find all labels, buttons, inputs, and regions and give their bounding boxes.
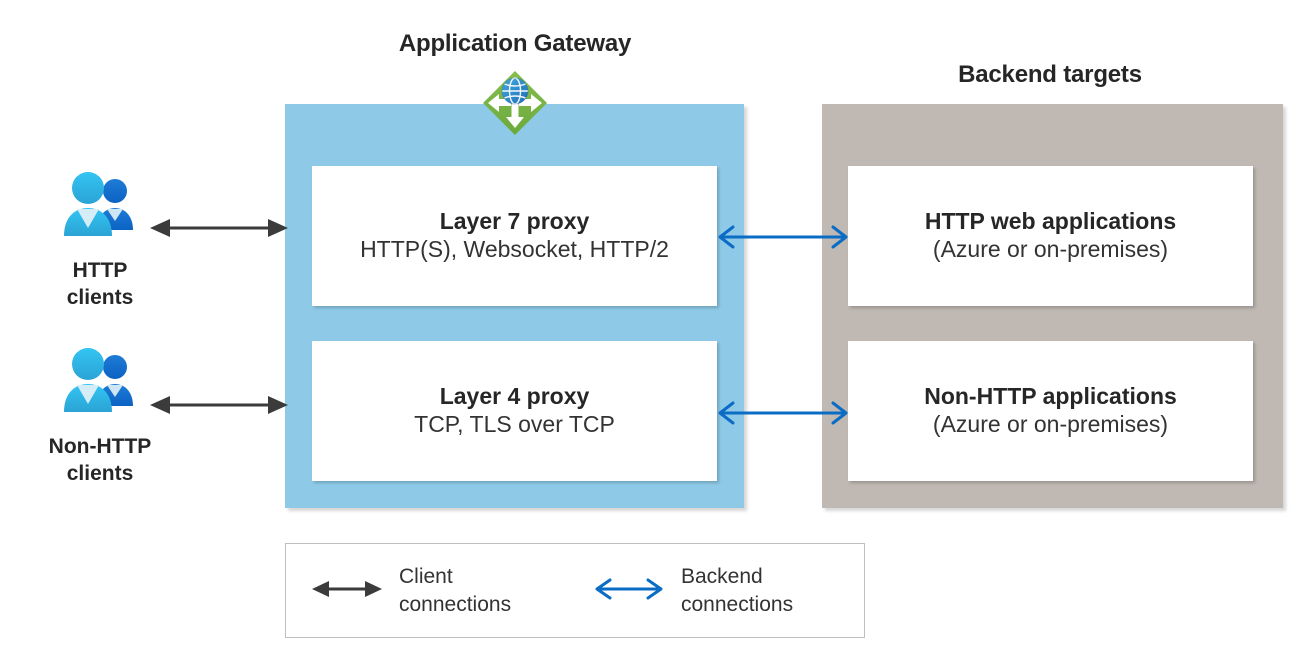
non-http-clients-label: Non-HTTP clients bbox=[5, 434, 195, 488]
layer7-proxy-title: Layer 7 proxy bbox=[439, 207, 590, 234]
legend-box bbox=[285, 543, 865, 638]
layer7-proxy-card[interactable]: Layer 7 proxy HTTP(S), Websocket, HTTP/2 bbox=[312, 166, 717, 306]
layer7-proxy-subtitle: HTTP(S), Websocket, HTTP/2 bbox=[360, 236, 669, 263]
layer4-proxy-subtitle: TCP, TLS over TCP bbox=[414, 411, 615, 438]
http-clients-users-icon bbox=[58, 168, 144, 242]
non-http-applications-title: Non-HTTP applications bbox=[924, 382, 1177, 409]
layer4-proxy-card[interactable]: Layer 4 proxy TCP, TLS over TCP bbox=[312, 341, 717, 481]
non-http-applications-card[interactable]: Non-HTTP applications (Azure or on-premi… bbox=[848, 341, 1253, 481]
legend-backend-line1: Backend bbox=[681, 565, 763, 588]
legend-client-line1: Client bbox=[399, 565, 453, 588]
backend-section-title: Backend targets bbox=[958, 61, 1142, 88]
http-web-applications-title: HTTP web applications bbox=[924, 207, 1177, 234]
layer4-proxy-title: Layer 4 proxy bbox=[439, 382, 590, 409]
non-http-clients-users-icon bbox=[58, 344, 144, 418]
legend-client-line2: connections bbox=[399, 592, 512, 616]
legend-backend-line2: connections bbox=[681, 592, 794, 616]
legend-backend-arrow-icon bbox=[592, 578, 666, 600]
legend-client-connections-label: Client connections bbox=[399, 563, 511, 618]
http-web-applications-subtitle: (Azure or on-premises) bbox=[932, 236, 1169, 263]
non-http-clients-label-line1: Non-HTTP bbox=[48, 435, 152, 458]
backend-connection-arrow-http bbox=[716, 224, 850, 250]
client-connection-arrow-http bbox=[148, 216, 290, 240]
client-connection-arrow-non-http bbox=[148, 393, 290, 417]
application-gateway-icon bbox=[481, 69, 549, 137]
gateway-section-title: Application Gateway bbox=[398, 30, 632, 57]
http-clients-label-line1: HTTP bbox=[72, 259, 128, 282]
non-http-applications-subtitle: (Azure or on-premises) bbox=[932, 411, 1169, 438]
http-web-applications-card[interactable]: HTTP web applications (Azure or on-premi… bbox=[848, 166, 1253, 306]
http-clients-label-line2: clients bbox=[66, 285, 134, 309]
legend-client-arrow-icon bbox=[310, 578, 384, 600]
backend-connection-arrow-non-http bbox=[716, 400, 850, 426]
http-clients-label: HTTP clients bbox=[10, 258, 190, 312]
legend-backend-connections-label: Backend connections bbox=[681, 563, 793, 618]
non-http-clients-label-line2: clients bbox=[66, 461, 134, 485]
